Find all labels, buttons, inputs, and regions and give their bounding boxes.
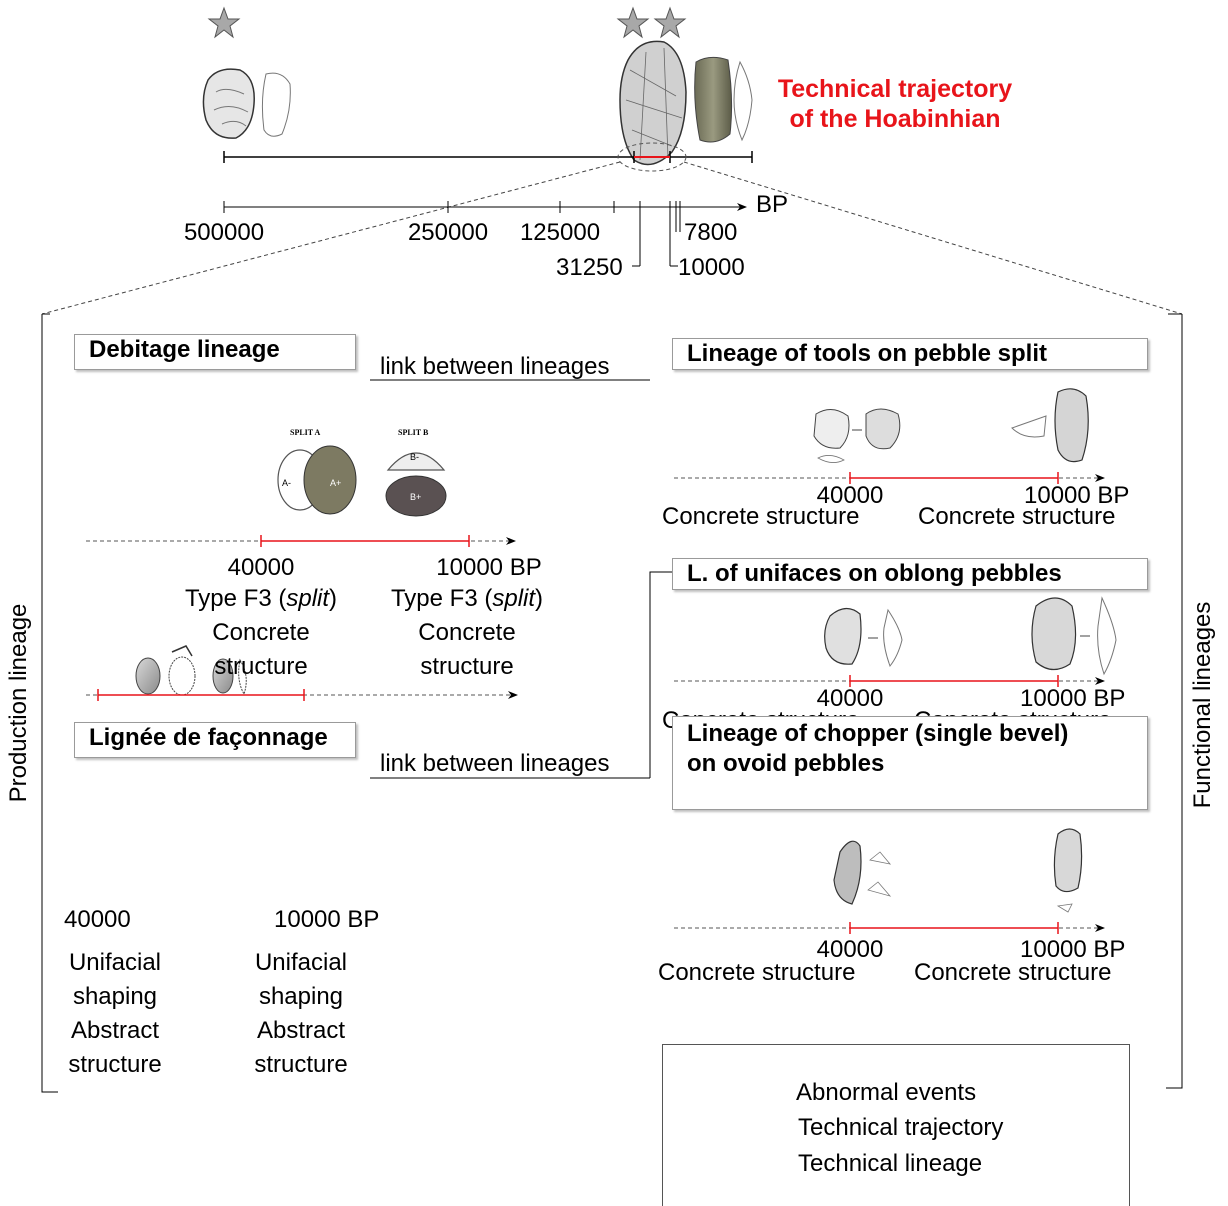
desc-line: Unifacial — [68, 949, 162, 976]
split-b-label: SPLIT B — [398, 428, 429, 437]
desc-line: shaping — [72, 983, 158, 1010]
tick-label-10000: 10000 — [678, 254, 745, 281]
type-suffix: ) — [329, 585, 338, 612]
desc-line: Abstract — [256, 1017, 346, 1044]
svg-text:A+: A+ — [330, 478, 341, 488]
production-lineage-label: Production lineage — [5, 603, 32, 803]
chopper-tools-icon — [833, 828, 1083, 913]
chopper-end-date: 10000 BP — [1020, 936, 1126, 963]
faconnage-end-desc: Unifacial shaping Abstract structure — [236, 950, 366, 1078]
type-em: split — [286, 585, 330, 612]
chopper-lineage-title: Lineage of chopper (single bevel) on ovo… — [672, 716, 1148, 810]
pebble-split-end-date: 10000 BP — [1024, 482, 1130, 509]
legend-star-label: Abnormal events — [796, 1079, 977, 1106]
type-em: split — [492, 585, 536, 612]
desc-line: structure — [68, 1051, 162, 1078]
debitage-end-type: Type F3 (split) — [362, 586, 572, 612]
desc-line: Abstract — [70, 1017, 160, 1044]
unifaces-lineage-title: L. of unifaces on oblong pebbles — [672, 558, 1148, 590]
pebble-split-lineage-title: Lineage of tools on pebble split — [672, 338, 1148, 370]
debitage-start-type: Type F3 (split) — [156, 586, 366, 612]
star-icon — [653, 6, 687, 39]
tick-label-125000: 125000 — [519, 219, 601, 246]
handaxe-artifact-icon — [202, 68, 255, 139]
unifaces-end-date: 10000 BP — [1020, 685, 1126, 712]
legend-lineage-label: Technical lineage — [798, 1150, 983, 1177]
type-prefix: Type F3 ( — [184, 585, 287, 612]
polished-pebble-icon — [694, 56, 733, 143]
overall-trajectory-bar — [223, 151, 753, 163]
debitage-title-text: Debitage lineage — [89, 336, 280, 363]
main-title: Technical trajectory of the Hoabinhian — [750, 74, 1040, 134]
time-axis — [223, 201, 747, 267]
tick-label-31250: 31250 — [556, 254, 623, 281]
faconnage-start-date: 40000 — [64, 906, 131, 933]
title-line-1: Technical trajectory — [777, 75, 1013, 103]
debitage-start-desc-1: Concrete — [212, 619, 310, 646]
chopper-title-line-1: Lineage of chopper (single bevel) — [687, 720, 1069, 747]
split-a-pebble-icon: A- A+ — [277, 445, 357, 515]
star-icon — [207, 6, 241, 39]
faconnage-start-desc: Unifacial shaping Abstract structure — [50, 950, 180, 1078]
pebble-split-tools-icon — [813, 388, 1089, 463]
debitage-lineage-title: Debitage lineage — [74, 334, 356, 370]
type-suffix: ) — [535, 585, 544, 612]
faconnage-title-text: Lignée de façonnage — [89, 724, 328, 751]
desc-line: shaping — [258, 983, 344, 1010]
pebble-split-end-desc: Concrete structure — [918, 503, 1116, 530]
debitage-end-desc-2: structure — [420, 653, 514, 680]
split-a-label: SPLIT A — [290, 428, 321, 437]
debitage-start-desc-2: structure — [214, 653, 308, 680]
svg-text:A-: A- — [282, 478, 291, 488]
debitage-end-desc-1: Concrete — [418, 619, 516, 646]
pebble-split-title-text: Lineage of tools on pebble split — [687, 340, 1048, 367]
debitage-end-date: 10000 BP — [436, 554, 542, 581]
legend-trajectory-label: Technical trajectory — [798, 1114, 1004, 1141]
pebble-split-start-date: 40000 — [816, 482, 884, 509]
artifact-profile-icon — [261, 72, 291, 137]
star-icon — [616, 6, 650, 39]
axis-unit-label: BP — [756, 191, 789, 218]
chopper-start-date: 40000 — [816, 936, 884, 963]
title-line-2: of the Hoabinhian — [789, 105, 1001, 133]
debitage-start-date: 40000 — [227, 554, 295, 581]
chopper-end-desc: Concrete structure — [914, 959, 1112, 986]
svg-text:B+: B+ — [410, 492, 421, 502]
split-b-pebble-icon: B- B+ — [385, 452, 447, 517]
faconnage-end-date: 10000 BP — [274, 906, 380, 933]
uniface-tools-icon — [824, 596, 1117, 676]
tick-label-7800: 7800 — [684, 219, 738, 246]
link-between-lineages-bottom: link between lineages — [380, 750, 610, 777]
tick-label-250000: 250000 — [407, 219, 489, 246]
legend — [662, 1044, 1130, 1206]
link-between-lineages-top: link between lineages — [380, 353, 610, 380]
svg-text:B-: B- — [410, 452, 419, 462]
faconnage-lineage-title: Lignée de façonnage — [74, 722, 356, 758]
sumatralith-artifact-icon — [619, 40, 687, 166]
chopper-title-line-2: on ovoid pebbles — [687, 750, 885, 777]
zoom-ellipse — [617, 142, 687, 172]
desc-line: structure — [254, 1051, 348, 1078]
type-prefix: Type F3 ( — [390, 585, 493, 612]
tick-label-500000: 500000 — [183, 219, 265, 246]
artifact-profile-icon — [733, 60, 753, 142]
unifaces-start-date: 40000 — [816, 685, 884, 712]
pebble-split-start-desc: Concrete structure — [662, 503, 860, 530]
unifaces-title-text: L. of unifaces on oblong pebbles — [687, 560, 1062, 587]
functional-lineages-label: Functional lineages — [1189, 601, 1216, 809]
chopper-start-desc: Concrete structure — [658, 959, 856, 986]
desc-line: Unifacial — [254, 949, 348, 976]
